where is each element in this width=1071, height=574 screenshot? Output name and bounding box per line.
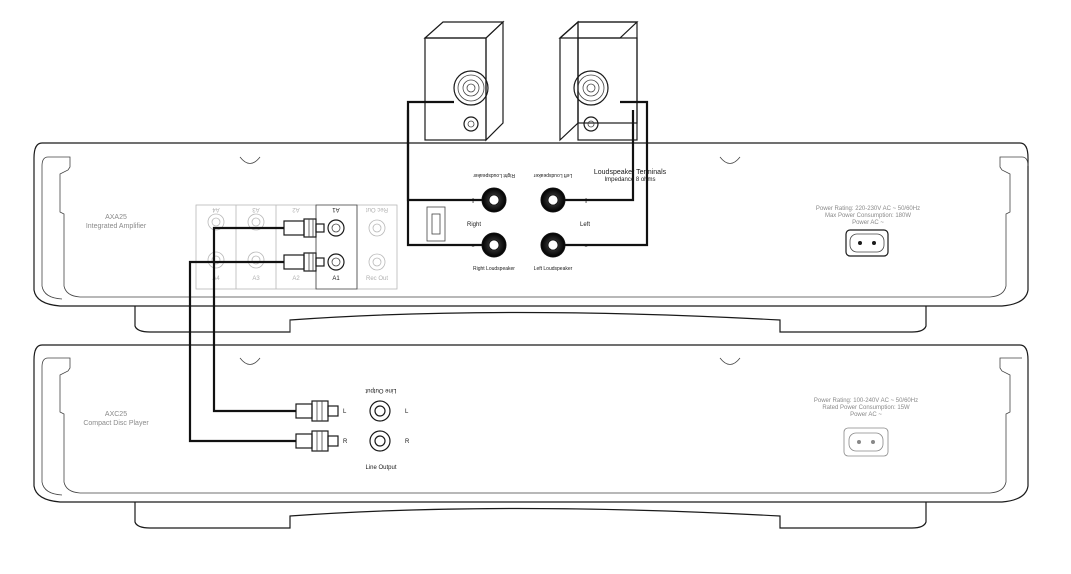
rec-out-label: Rec Out [366,276,388,282]
cd-rca-plug-l-icon [295,400,339,422]
right-loudspeaker-label-upside: Right Loudspeaker [473,172,515,178]
terminals-title: Loudspeaker Terminals [594,169,667,176]
left-channel-label: Left [580,222,590,228]
amplifier-name: Integrated Amplifier [86,223,147,230]
cd-power-rating: Power Rating: 100-240V AC ~ 50/60Hz [814,398,918,404]
input-a1-label: A1 [332,276,340,282]
cd-power-inlet-icon [843,427,889,457]
cd-rca-plug-r-icon [295,430,339,452]
a1-rca-plug-top-icon [283,218,325,238]
right-channel-label: Right [467,222,481,228]
right-minus-sign: - [471,241,474,252]
cd-player-unit [33,344,1029,529]
line-output-label: Line Output [365,465,396,471]
amplifier-max-consumption: Max Power Consumption: 180W [825,213,911,219]
amplifier-power-rating: Power Rating: 220-230V AC ~ 50/60Hz [816,206,920,212]
rca-cable-left [212,226,296,413]
input-a2-label-upside: A2 [292,206,300,212]
input-a4-label-upside: A4 [212,206,220,212]
cd-name: Compact Disc Player [83,420,149,427]
left-speaker-icon [558,20,639,142]
amplifier-power-ac: Power AC ~ [852,220,884,226]
cd-model: AXC25 [105,411,127,418]
amplifier-model: AXA25 [105,214,127,221]
input-a2-label: A2 [292,276,300,282]
cd-rated-consumption: Rated Power Consumption: 15W [822,405,910,411]
amplifier-power-inlet-icon [845,229,889,257]
cd-plug-r-label: R [343,439,348,445]
left-plus-short-cable [565,110,635,202]
right-minus-terminal [481,232,507,258]
left-minus-terminal [540,232,566,258]
right-speaker-icon [423,20,505,142]
left-plus-sign: + [583,196,589,207]
left-loudspeaker-label-upside: Left Loudspeaker [533,172,572,178]
rca-cable-right [188,260,296,443]
cd-power-ac: Power AC ~ [850,412,882,418]
input-a3-label-upside: A3 [252,206,260,212]
right-plus-terminal [481,187,507,213]
left-plus-terminal [540,187,566,213]
right-minus-short-cable [406,110,482,247]
cd-socket-l-label: L [405,409,409,415]
amplifier-unit [33,142,1029,333]
rec-out-label-upside: Rec Out [366,206,388,212]
input-a3-label: A3 [252,276,260,282]
cd-socket-r-label: R [405,439,410,445]
a1-rca-plug-bottom-icon [283,252,325,272]
left-minus-sign: - [584,241,587,252]
right-loudspeaker-label: Right Loudspeaker [473,266,515,272]
input-a4-label: A4 [212,276,220,282]
right-plus-sign: + [470,196,476,207]
cd-plug-l-label: L [343,409,347,415]
left-speaker-plus-cable [565,100,649,247]
input-a1-label-upside: A1 [332,206,340,212]
terminals-impedance: Impedance 8 ohms [604,177,655,183]
line-output-label-upside: Line Output [365,387,396,393]
left-loudspeaker-label: Left Loudspeaker [534,266,573,272]
